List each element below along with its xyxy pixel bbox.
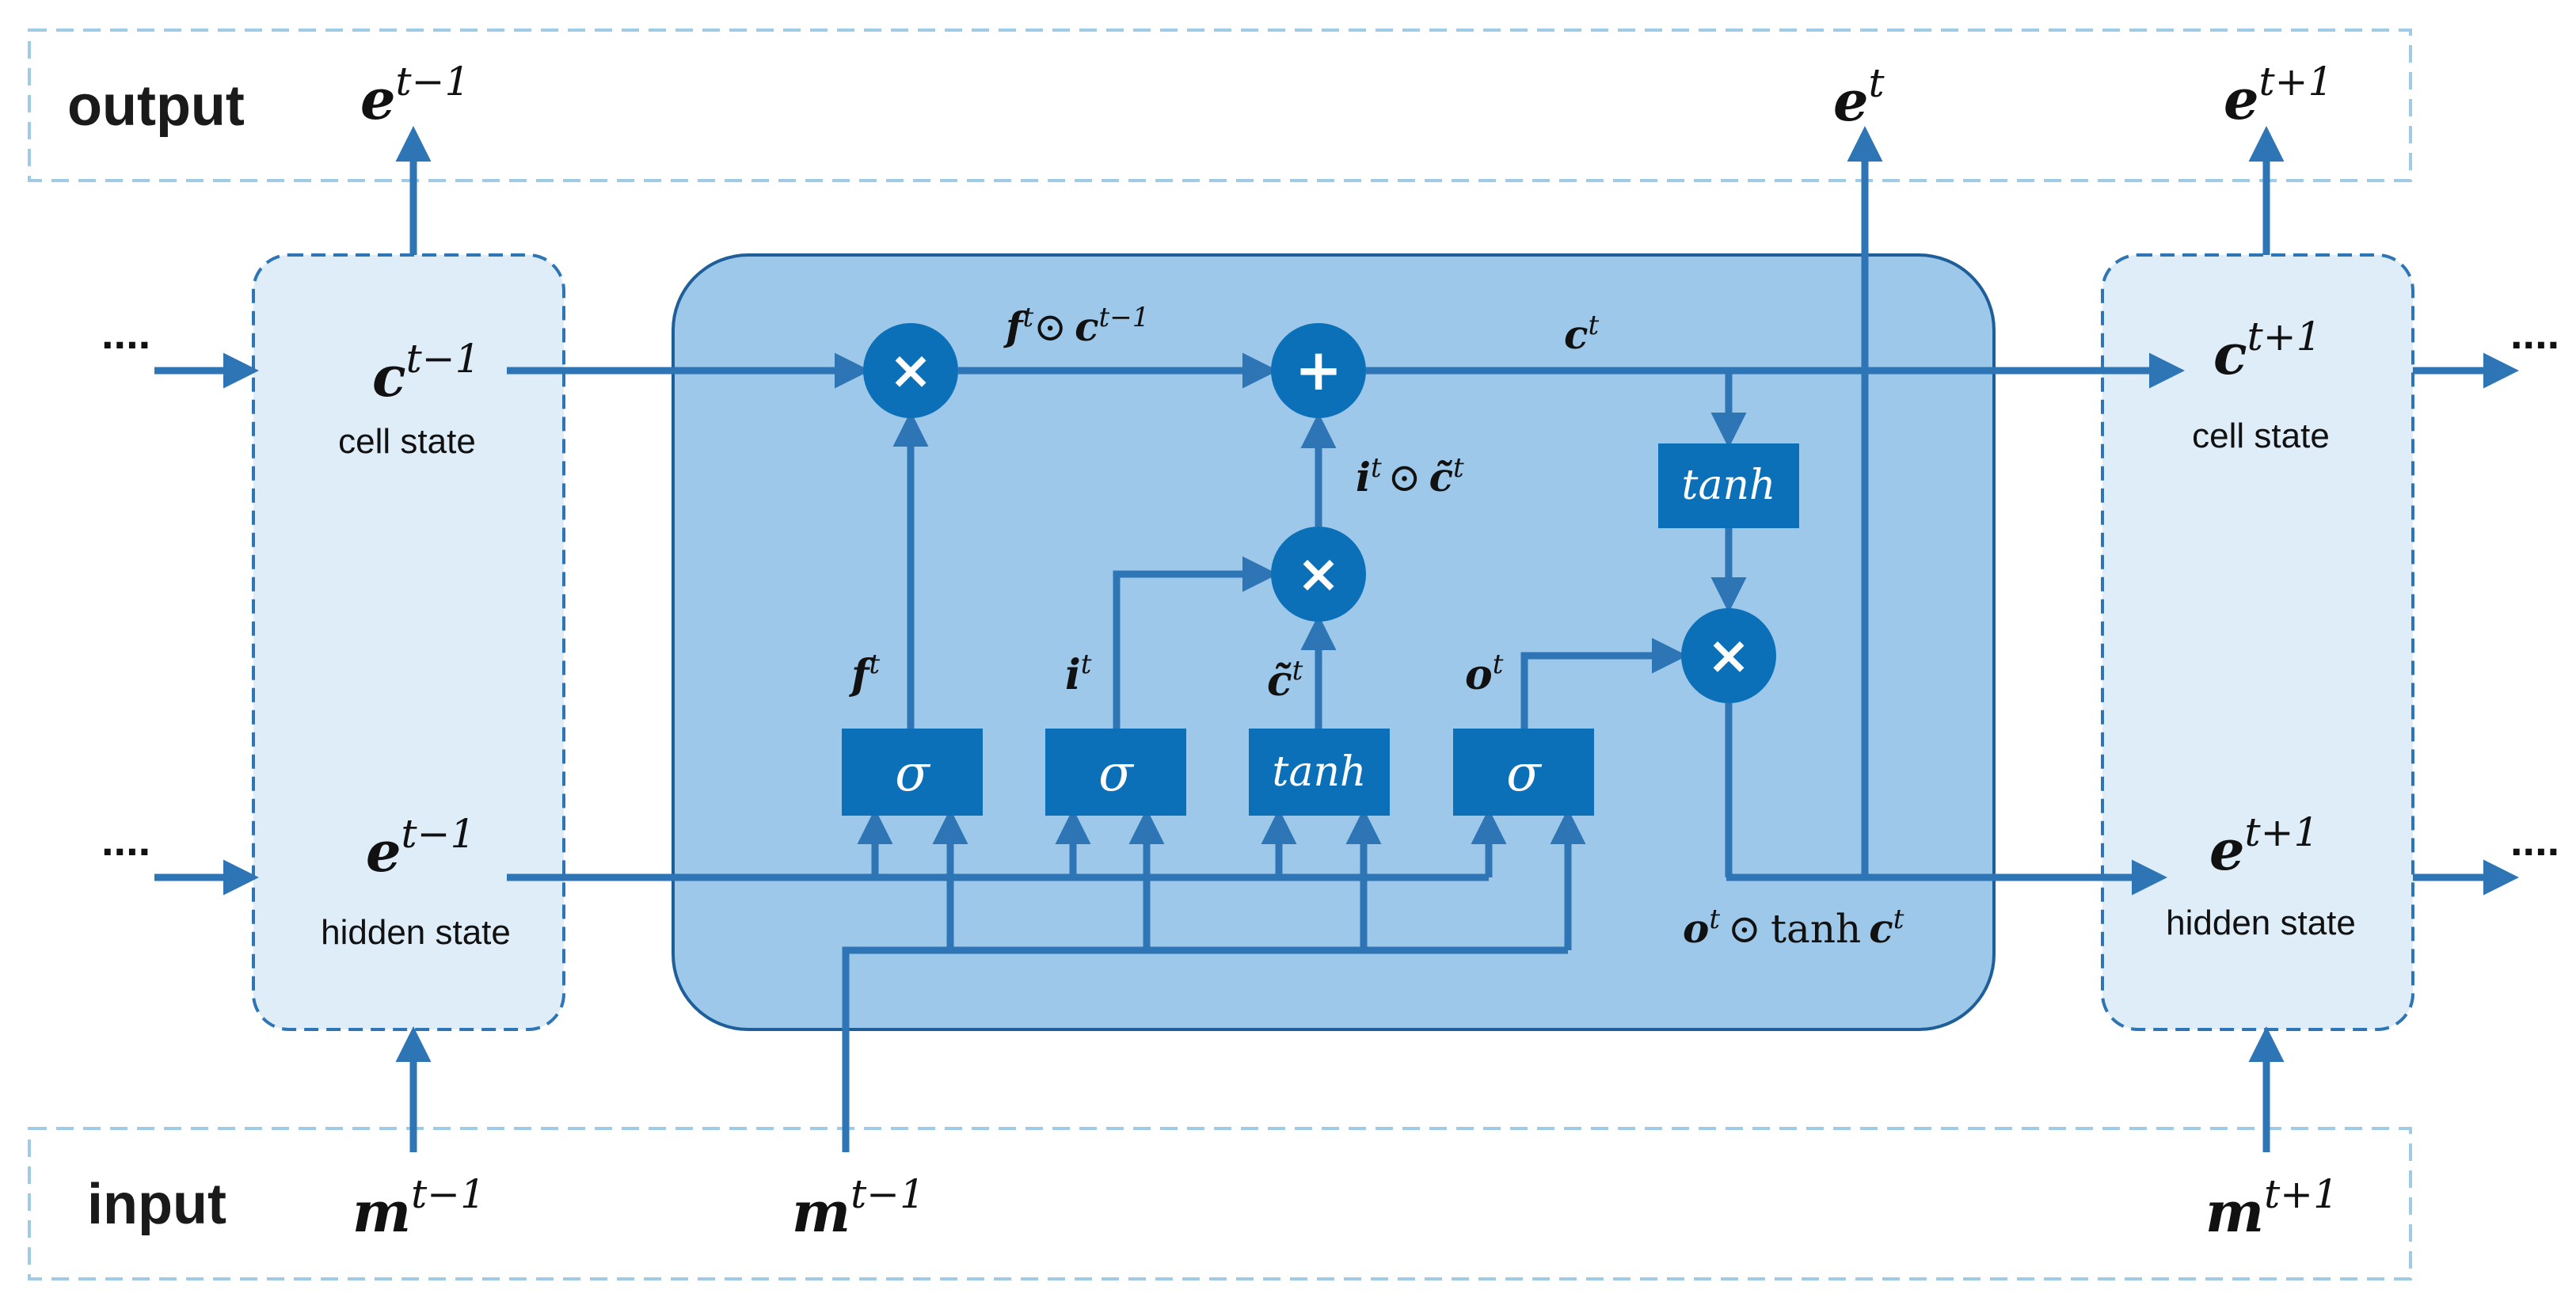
forget-gate: σ [842,729,983,816]
left-hidden-symbol: et−1 [366,811,475,885]
svg-text:σ: σ [1098,744,1135,803]
output-panel [28,29,2412,182]
right-hidden-symbol: et+1 [2209,809,2319,883]
add-op: + [1271,323,1366,418]
svg-text:σ: σ [1506,744,1543,803]
input-label: input [87,1173,226,1236]
input-product-label: it⊙c̃t [1356,452,1464,500]
forget-mult-op: × [863,323,958,418]
svg-text:×: × [1296,543,1340,604]
svg-text:+: + [1295,337,1342,403]
svg-text:×: × [1707,625,1750,686]
svg-text:tanh: tanh [1682,462,1776,509]
left-cell-box [252,253,565,1031]
input-gate: σ [1045,729,1186,816]
right-cell-ellipsis: .... [2510,308,2559,358]
center-input-bus [842,946,1568,1152]
right-hidden-caption: hidden state [2166,904,2356,942]
it-label: it [1065,649,1092,699]
right-hidden-ellipsis: .... [2510,815,2559,865]
center-output-symbol: et [1833,60,1885,134]
right-output-symbol: et+1 [2224,59,2333,132]
ct-label: ct [1564,310,1599,358]
svg-text:×: × [888,340,932,401]
candidate-gate: tanh [1249,729,1390,816]
right-cell-box [2101,253,2414,1031]
right-cell-caption: cell state [2192,417,2330,455]
svg-text:σ: σ [895,744,931,803]
output-label: output [67,74,245,138]
left-hidden-caption: hidden state [321,913,511,952]
left-input-symbol: mt−1 [352,1171,485,1245]
ctilde-label: c̃t [1267,655,1303,706]
output-mult-op: × [1681,608,1776,703]
left-output-symbol: et−1 [360,59,470,132]
input-mult-op: × [1271,527,1366,622]
left-cell-caption: cell state [338,422,476,461]
cell-tanh-box: tanh [1658,443,1799,528]
ot-label: ot [1465,649,1504,699]
connections [154,126,2519,1152]
forget-product-label: ft⊙ct−1 [1003,302,1149,350]
left-cell-state-symbol: ct−1 [372,336,480,409]
input-panel [28,1127,2412,1280]
right-cell-state-symbol: ct+1 [2213,314,2321,387]
right-input-symbol: mt+1 [2205,1171,2338,1245]
left-hidden-ellipsis: .... [101,815,150,865]
center-input-symbol: mt−1 [792,1171,925,1245]
output-gate: σ [1453,729,1594,816]
left-cell-ellipsis: .... [101,308,150,358]
svg-text:tanh: tanh [1273,748,1367,796]
